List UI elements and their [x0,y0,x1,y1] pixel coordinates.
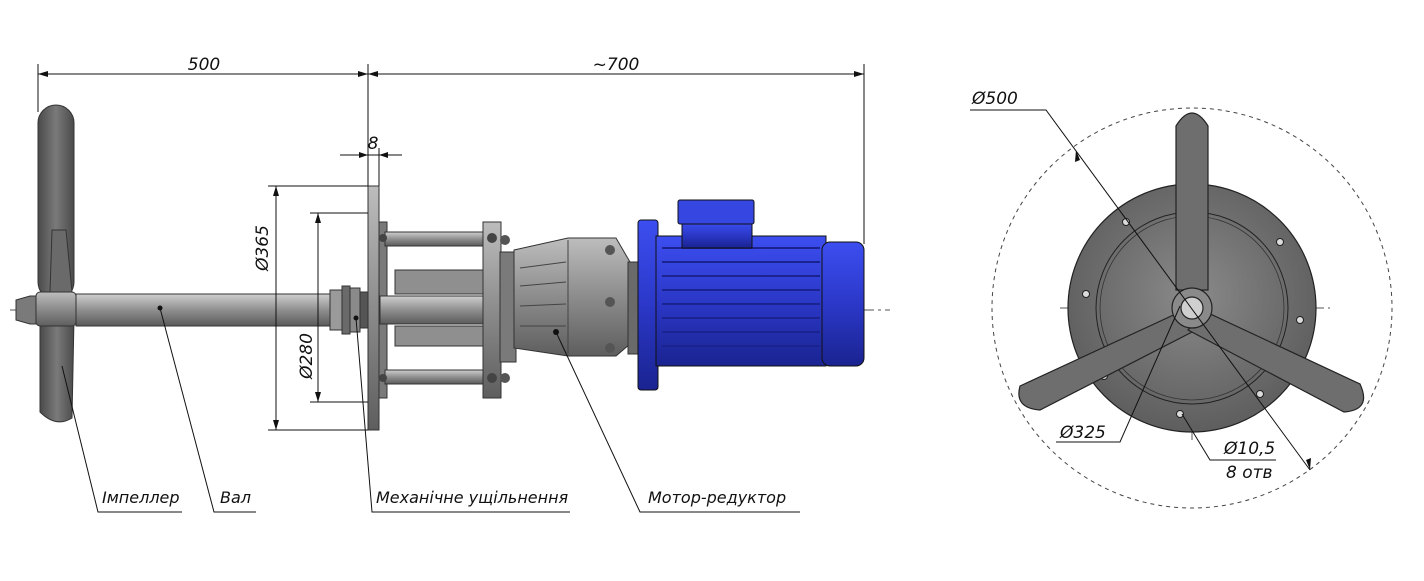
mounting-flange [367,185,380,431]
gearbox [499,237,631,363]
front-leader-500 [970,109,1311,471]
impeller-nut [15,295,37,325]
label-mechanical-seal: Механічне ущільнення [376,488,569,507]
front-blades [1018,112,1365,413]
dim-diameter-280: Ø280 [297,333,317,380]
motor-flange [637,219,659,391]
dimension-diameter-365 [268,185,368,431]
front-dim-500: Ø500 [971,89,1018,109]
label-motor-reducer: Мотор-редуктор [648,488,786,507]
dimension-diameter-280 [310,212,368,403]
front-leader-hole [1181,413,1276,461]
impeller-hub [35,291,77,327]
front-blade-top [1175,112,1209,291]
front-blade-right [1186,311,1365,413]
dim-length-500: 500 [188,55,220,75]
electric-motor [627,199,865,391]
shaft [75,293,333,327]
front-hub-bore [1180,296,1204,320]
front-outer-circle [991,107,1393,509]
front-dim-325: Ø325 [1059,423,1106,443]
front-blade-left [1018,311,1197,411]
motor-fan-cover [821,241,865,367]
impeller-blade-bottom [39,317,75,423]
front-view [970,107,1393,509]
dim-thickness-8: 8 [368,134,379,154]
terminal-box-lid [677,199,755,225]
terminal-box-base [681,221,753,249]
label-shaft: Вал [220,488,251,507]
impeller [15,104,77,423]
dim-diameter-365: Ø365 [253,225,273,272]
front-leader-325 [1056,305,1181,443]
front-dim-hole: Ø10,5 [1223,439,1275,459]
dimension-flange-thickness [340,148,402,186]
front-dim-hole-count: 8 отв [1226,463,1273,483]
mechanical-seal [329,285,371,335]
leaders-side [61,307,800,513]
lantern-frame [378,221,510,399]
dim-length-700: ~700 [593,55,640,75]
label-impeller: Імпеллер [102,488,180,507]
